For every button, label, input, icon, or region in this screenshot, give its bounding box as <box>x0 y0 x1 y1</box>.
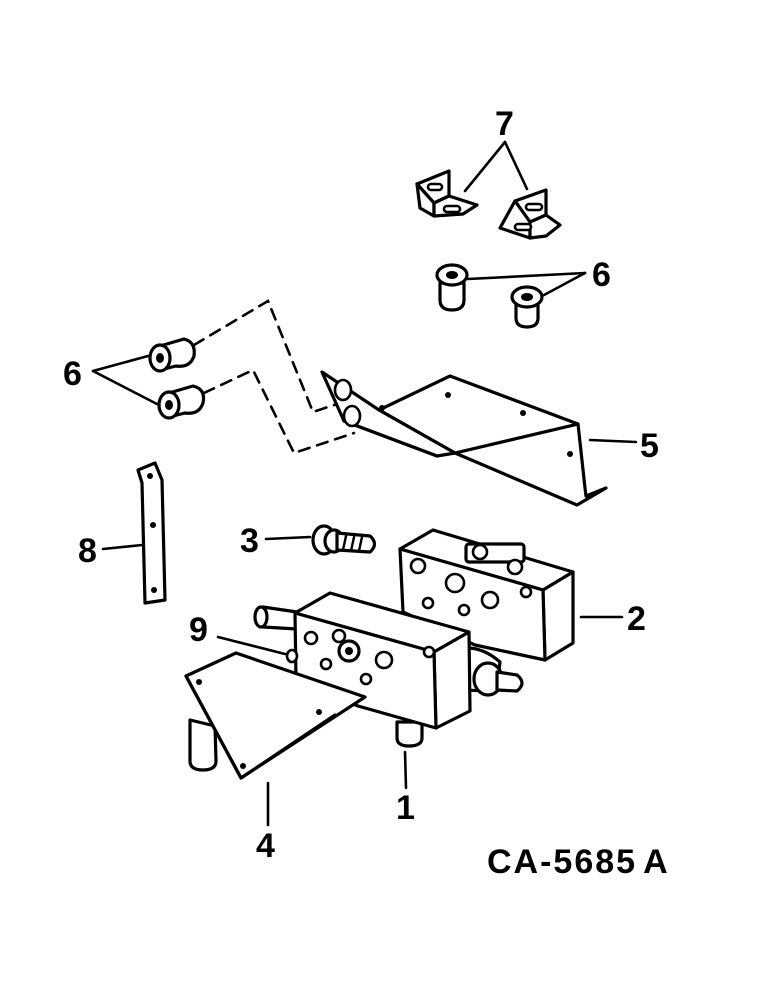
callout-5: 5 <box>640 427 659 465</box>
callout-3: 3 <box>240 522 259 560</box>
callout-4: 4 <box>256 827 275 865</box>
callout-6-left: 6 <box>63 355 82 393</box>
callout-7-leaders <box>463 140 529 193</box>
bolt-part-3 <box>311 524 377 556</box>
callout-8-leader <box>101 543 144 551</box>
mounting-bracket-part-5 <box>320 370 608 507</box>
cover-plate-part-4 <box>184 651 367 780</box>
valve-block-part-2 <box>398 528 575 662</box>
valve-block-part-1 <box>253 591 524 748</box>
cap-screw-part-6-upper <box>435 263 544 329</box>
callout-7: 7 <box>495 105 514 143</box>
figure-suffix: A <box>643 843 670 881</box>
callout-6-upper-leaders <box>466 271 587 297</box>
callout-2: 2 <box>627 600 646 638</box>
callout-8: 8 <box>78 532 97 570</box>
mounting-path-dashed <box>192 299 356 455</box>
callout-6-left-leaders <box>91 354 159 406</box>
callout-3-leader <box>264 535 312 541</box>
strap-part-8 <box>136 461 167 605</box>
callout-1: 1 <box>396 789 415 827</box>
callout-1-leader <box>403 750 408 790</box>
figure-number: CA-5685 <box>487 843 637 881</box>
callout-6-upper: 6 <box>592 256 611 294</box>
callout-9-leader <box>216 635 287 656</box>
cap-screw-part-6-left <box>148 337 206 420</box>
o-ring-part-9 <box>285 648 299 664</box>
callout-9: 9 <box>189 611 208 649</box>
angle-bracket-part-7 <box>415 169 562 240</box>
callout-5-leader <box>588 438 638 444</box>
